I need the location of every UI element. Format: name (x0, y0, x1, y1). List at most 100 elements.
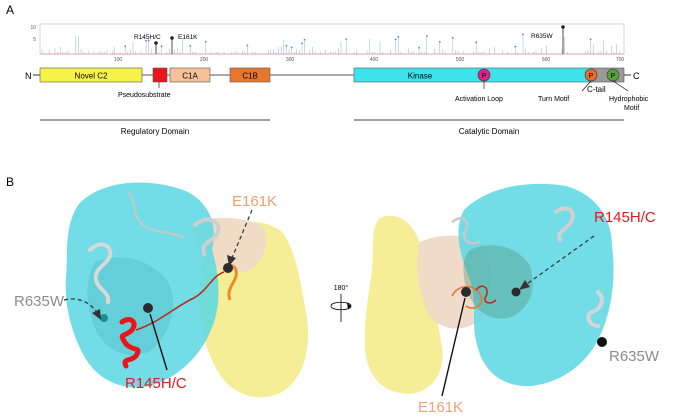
background-mutation-head (394, 38, 397, 41)
rotation-label: 180° (334, 284, 349, 292)
right-gray-coil (451, 217, 481, 245)
background-mutation-head (301, 42, 303, 45)
left-e161k-arrow (231, 209, 253, 259)
kinase-domain (353, 67, 592, 83)
background-mutation-head (124, 45, 127, 48)
x-axis-ticks: 100 200 300 400 500 600 700 (114, 57, 625, 63)
x-tick-600: 600 (542, 57, 551, 63)
c1a-domain (169, 67, 211, 83)
left-gray-helix-1 (88, 242, 113, 304)
turn-motif-label: Turn Motif (538, 96, 569, 103)
right-cyan-surface (458, 183, 614, 387)
background-mutation-head (418, 46, 420, 49)
background-mutation-head (514, 45, 517, 48)
hydrophobic-motif-leader (612, 80, 629, 92)
n-terminus-label: N (25, 71, 32, 81)
rotation-arrowhead-icon (347, 303, 351, 309)
pseudosubstrate-domain (152, 67, 168, 83)
right-e161k-label: E161K (418, 399, 463, 416)
background-mutation-head (285, 44, 288, 47)
right-r635w-site (597, 337, 607, 347)
right-green-shading (463, 245, 533, 319)
e161-marker (170, 36, 174, 40)
right-orange-coil (451, 285, 483, 309)
left-gray-helix-2 (193, 217, 221, 256)
right-r145hc-label: R145H/C (594, 209, 656, 226)
background-mutation-head (246, 44, 249, 47)
right-r145hc-site (511, 287, 521, 297)
background-mutation-head (397, 35, 400, 38)
right-r145hc-arrow (523, 235, 595, 287)
c-tail-label: C-tail (587, 85, 606, 94)
background-mutation-head (160, 45, 163, 48)
rotation-indicator: 180° (330, 284, 352, 322)
right-r635w-label: R635W (609, 348, 660, 365)
left-cyan-inner-shading (87, 257, 174, 356)
activation-loop-phospho-label: P (482, 73, 487, 80)
left-e161k-site (223, 263, 233, 273)
novel-c2-label: Novel C2 (75, 72, 108, 81)
left-r635w-label: R635W (14, 293, 65, 310)
activation-loop-label: Activation Loop (455, 96, 503, 103)
left-gray-coil (127, 191, 185, 239)
background-mutation-head (475, 41, 478, 44)
kinase-label: Kinase (408, 72, 433, 81)
background-mutation-head (522, 33, 524, 36)
panel-label-b: B (6, 175, 14, 189)
c1b-domain (229, 67, 271, 83)
left-e161k-arrowhead (227, 255, 236, 266)
hydrophobic-motif-phospho-label: P (611, 73, 616, 80)
x-tick-500: 500 (456, 57, 465, 63)
hydrophobic-motif-label-line-2: Motif (624, 105, 639, 112)
left-red-helix (119, 317, 141, 369)
left-red-coil (135, 271, 225, 331)
right-gray-helix-2 (586, 290, 604, 328)
background-mutation-head (438, 41, 441, 43)
c-terminus-label: C (633, 71, 640, 81)
right-red-coil (475, 285, 497, 304)
right-r145hc-arrowhead (519, 280, 530, 290)
x-tick-200: 200 (200, 57, 209, 63)
turn-motif-leader (581, 80, 592, 92)
right-e161k-site (461, 287, 471, 297)
left-r145hc-pointer (149, 313, 168, 371)
left-e161k-label: E161K (232, 193, 277, 210)
background-mutation-head (147, 39, 150, 42)
background-mutation-head (345, 38, 348, 40)
y-tick-5: 5 (33, 37, 36, 43)
regulatory-domain-label: Regulatory Domain (121, 127, 189, 136)
hydrophobic-motif-label-line-1: Hydrophobic (609, 96, 649, 103)
r145-marker (154, 41, 158, 45)
right-e161k-pointer (441, 297, 466, 397)
r635-lollipop-label: R635W (531, 33, 554, 40)
background-mutation-head (145, 39, 147, 42)
domain-architecture: N Novel C2 C1A C1B Kinase C P P P Pseudo… (25, 67, 649, 136)
x-tick-700: 700 (616, 57, 625, 63)
background-mutation-head (303, 38, 306, 41)
pseudosubstrate-label: Pseudosubstrate (118, 92, 171, 99)
turn-motif-phospho-label: P (589, 73, 594, 80)
background-mutation-stems (41, 33, 620, 54)
left-structure-view: E161K R635W R145H/C (14, 182, 309, 398)
left-r635w-arrowhead (92, 309, 101, 320)
background-mutation-head (204, 40, 207, 43)
mutation-lollipop-plot: 10 5 100 200 300 400 500 600 700 R145H/C… (30, 23, 625, 63)
left-r145hc-label: R145H/C (125, 375, 187, 392)
c1a-label: C1A (182, 72, 198, 81)
background-mutation-head (425, 35, 428, 37)
left-r145hc-site (143, 303, 153, 313)
background-mutation-head (290, 46, 293, 49)
background-mutation-head (189, 45, 192, 47)
x-tick-100: 100 (114, 57, 123, 63)
novel-c2-domain (39, 67, 143, 83)
x-tick-400: 400 (370, 57, 379, 63)
background-mutation-head (589, 38, 592, 41)
left-cyan-surface (65, 182, 219, 388)
r145-lollipop-label: R145H/C (134, 34, 161, 41)
x-tick-300: 300 (286, 57, 295, 63)
left-r635w-site (100, 314, 108, 322)
e161-lollipop-label: E161K (178, 34, 198, 41)
catalytic-domain-label: Catalytic Domain (459, 127, 519, 136)
right-structure-view: R145H/C E161K R635W (364, 183, 660, 416)
